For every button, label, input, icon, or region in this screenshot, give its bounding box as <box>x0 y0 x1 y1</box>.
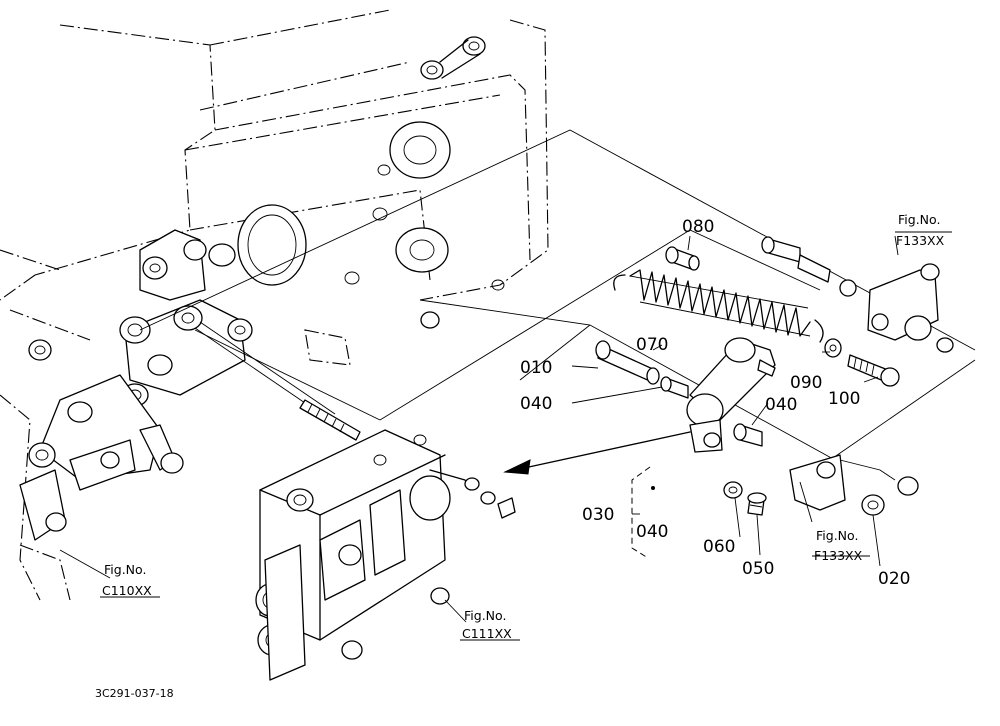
fig-ref-f133-bottom: F133XX <box>814 548 863 563</box>
part-050-bolt <box>747 492 767 516</box>
part-080-sleeve <box>665 246 700 271</box>
label-040-c: 040 <box>636 522 668 542</box>
fig-ref-c111: C111XX <box>462 626 512 641</box>
label-030: 030 <box>582 505 614 525</box>
linkage-rod <box>194 321 361 441</box>
label-090: 090 <box>790 373 822 393</box>
fig-ref-prefix-c111: Fig.No. <box>464 608 506 623</box>
left-bracket-assembly <box>9 229 253 541</box>
label-100: 100 <box>828 389 860 409</box>
label-080: 080 <box>682 217 714 237</box>
housing-bosses <box>208 36 505 329</box>
label-040-b: 040 <box>765 395 797 415</box>
fig-ref-f133-top: F133XX <box>896 233 945 248</box>
part-010-pin <box>595 340 660 385</box>
callout-leaders <box>59 231 952 641</box>
part-020-clip <box>861 494 885 516</box>
label-010: 010 <box>520 358 552 378</box>
lower-right-bracket <box>789 454 919 511</box>
label-050: 050 <box>742 559 774 579</box>
label-020: 020 <box>878 569 910 589</box>
reference-leader-lines <box>139 129 976 461</box>
label-060: 060 <box>703 537 735 557</box>
fig-ref-prefix-bottom: Fig.No. <box>816 528 858 543</box>
part-030-lever <box>686 337 776 453</box>
assembly-arrow <box>503 431 691 475</box>
part-040-collar-lower <box>733 423 763 447</box>
fig-ref-prefix-c110: Fig.No. <box>104 562 146 577</box>
part-090-washer <box>824 338 842 358</box>
fig-ref-c110: C110XX <box>102 583 152 598</box>
control-valve-body <box>255 429 516 681</box>
part-070-spring <box>613 269 824 343</box>
fig-ref-prefix-top: Fig.No. <box>898 212 940 227</box>
part-100-bolt <box>847 354 900 387</box>
assembly-bracket <box>631 466 655 559</box>
label-070: 070 <box>636 335 668 355</box>
part-040-collar-upper <box>660 376 689 399</box>
right-shaft-assembly <box>761 236 954 353</box>
label-040-a: 040 <box>520 394 552 414</box>
part-060-washer <box>723 481 743 499</box>
drawing-code: 3C291-037-18 <box>95 687 174 700</box>
